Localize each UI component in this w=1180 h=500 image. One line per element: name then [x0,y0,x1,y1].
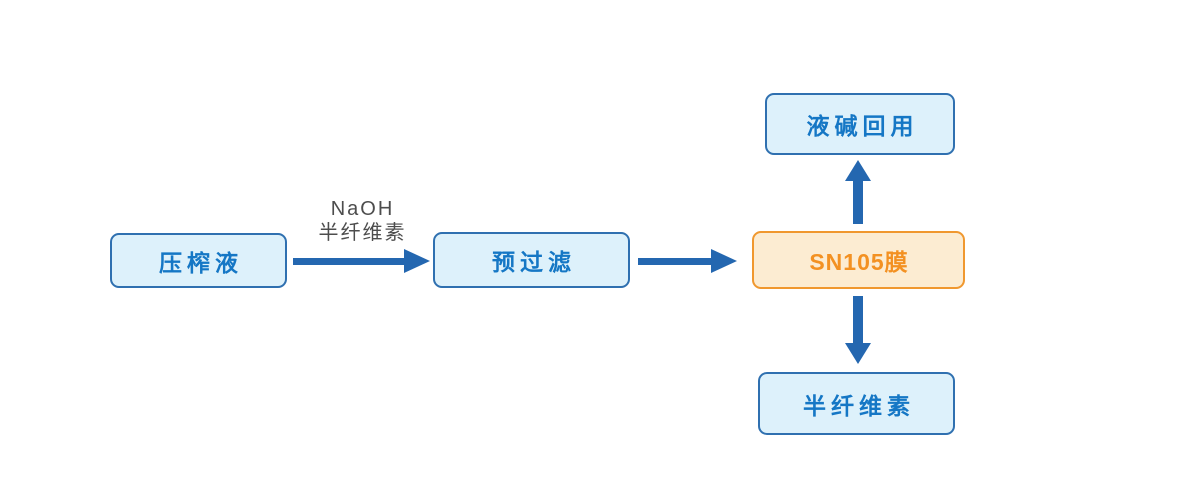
edge-label-naoh-hemicellulose: NaOH 半纤维素 [290,197,435,245]
node-sn105-membrane: SN105膜 [752,231,965,289]
arrow-down-head-icon [845,343,871,364]
arrow-shaft [853,296,863,343]
edge-label-line2: 半纤维素 [318,222,407,244]
arrow-pressed-to-prefilter-icon [293,248,430,274]
arrow-right-head-icon [711,249,737,273]
arrow-prefilter-to-sn105-icon [638,248,737,274]
edge-label-line1: NaOH [330,198,395,220]
arrow-sn105-to-alkali-icon [844,160,872,224]
arrow-shaft [638,257,711,265]
arrow-sn105-to-hemicellulose-icon [844,296,872,364]
arrow-right-head-icon [404,249,430,273]
node-hemicellulose: 半纤维素 [758,372,955,435]
arrow-shaft [293,257,404,265]
node-pressed-liquid: 压榨液 [110,233,287,288]
node-pre-filter: 预过滤 [433,232,630,288]
arrow-up-head-icon [845,160,871,181]
arrow-shaft [853,181,863,224]
node-alkali-reuse: 液碱回用 [765,93,955,155]
